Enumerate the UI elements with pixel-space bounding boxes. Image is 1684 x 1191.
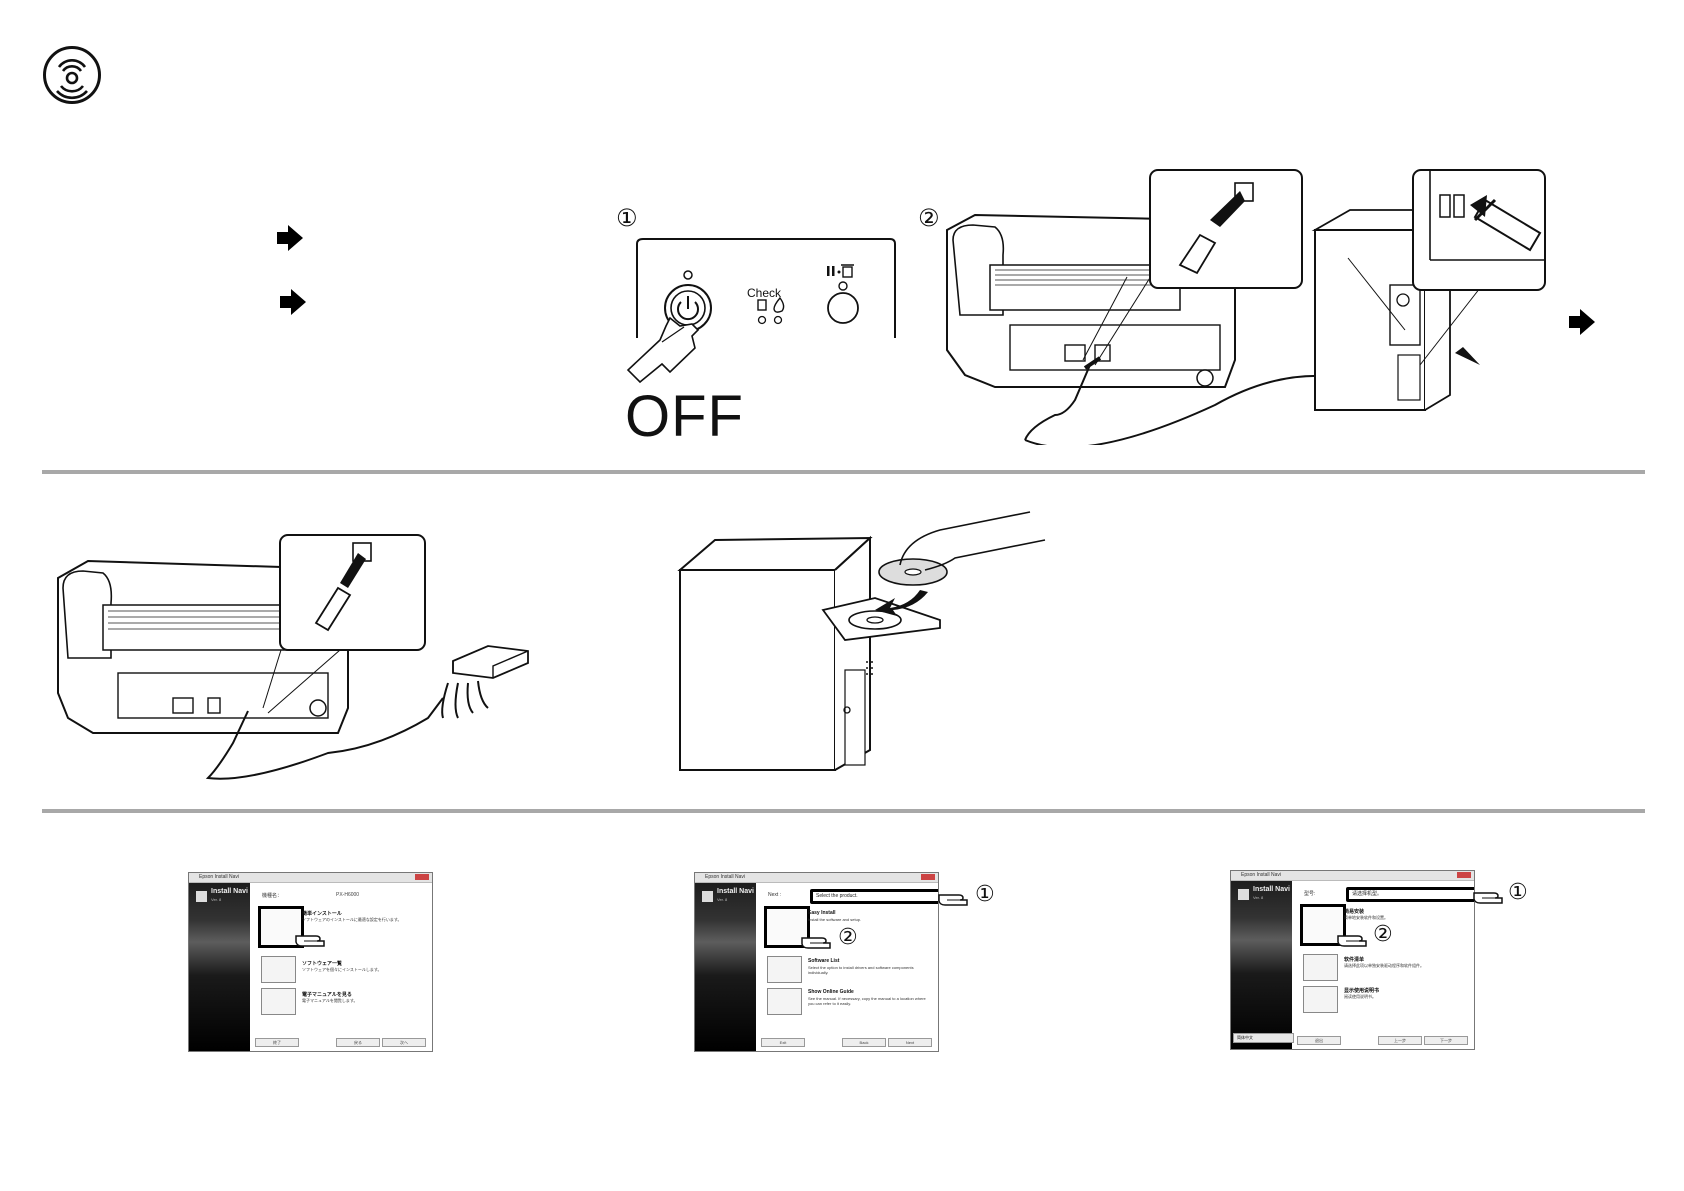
close-icon[interactable] — [921, 874, 935, 880]
app-version: Ver. 8 — [717, 897, 727, 902]
callout-1: ① — [975, 882, 995, 907]
epson-logo-icon — [702, 891, 713, 902]
insert-cd-illustration — [675, 510, 1075, 790]
exit-button[interactable]: Exit — [761, 1038, 805, 1047]
close-icon[interactable] — [415, 874, 429, 880]
callout-2: ② — [838, 925, 858, 950]
installer-sidebar: Install Navi Ver. 8 — [695, 883, 756, 1051]
option-desc: 简单地安装软件和设置。 — [1344, 915, 1464, 920]
installer-window-japanese: Epson Install Navi Install Navi Ver. 8 機… — [188, 872, 433, 1052]
close-icon[interactable] — [1457, 872, 1471, 878]
option-title: 显示使用说明书 — [1344, 987, 1379, 994]
option-desc: 電子マニュアルを閲覧します。 — [302, 998, 422, 1003]
option-desc: ソフトウェアのインストールに最適な設定を行います。 — [302, 917, 422, 922]
app-version: Ver. 8 — [1253, 895, 1263, 900]
software-list-icon[interactable] — [261, 956, 296, 983]
option-title: 简易安装 — [1344, 908, 1364, 915]
window-title-bar: Epson Install Navi — [695, 873, 938, 883]
network-connection-illustration — [48, 533, 548, 788]
next-button[interactable]: 下一步 — [1424, 1036, 1468, 1045]
arrow-right-icon — [1567, 307, 1597, 337]
back-button[interactable]: Back — [842, 1038, 886, 1047]
callout-1: ① — [1508, 880, 1528, 905]
installer-window-english: Epson Install Navi Install Navi Ver. 8 N… — [694, 872, 939, 1052]
callout-2: ② — [1373, 922, 1393, 947]
product-label: Next : — [768, 892, 781, 898]
option-desc: Select the option to install drivers and… — [808, 965, 928, 975]
next-button[interactable]: Next — [888, 1038, 932, 1047]
app-version: Ver. 8 — [211, 897, 221, 902]
app-title: Install Navi — [1253, 886, 1291, 894]
window-title-bar: Epson Install Navi — [189, 873, 432, 883]
arrow-right-icon — [278, 287, 308, 317]
section-divider — [42, 470, 1645, 474]
option-title: 软件清单 — [1344, 956, 1364, 963]
product-label: 型号: — [1304, 890, 1315, 897]
software-list-icon[interactable] — [1303, 954, 1338, 981]
step-marker-1: ① — [616, 204, 638, 232]
software-list-icon[interactable] — [767, 956, 802, 983]
installer-sidebar: Install Navi Ver. 8 — [189, 883, 250, 1051]
option-title: ソフトウェア一覧 — [302, 960, 342, 967]
pointing-hand-icon — [1472, 885, 1508, 905]
exit-button[interactable]: 退出 — [1297, 1036, 1341, 1045]
option-desc: 请选择此项以单独安装驱动程序和软件组件。 — [1344, 963, 1464, 968]
cd-rom-icon — [42, 45, 102, 105]
exit-button[interactable]: 終了 — [255, 1038, 299, 1047]
option-title: 簡単インストール — [302, 910, 342, 917]
language-select[interactable]: 简体中文 — [1233, 1033, 1294, 1043]
back-button[interactable]: 戻る — [336, 1038, 380, 1047]
back-button[interactable]: 上一步 — [1378, 1036, 1422, 1045]
pointing-hand-icon — [1336, 928, 1372, 948]
installer-window-chinese: Epson Install Navi Install Navi Ver. 8 简… — [1230, 870, 1475, 1050]
option-desc: 阅读使用说明书。 — [1344, 994, 1464, 999]
epson-logo-icon — [1238, 889, 1249, 900]
pointing-hand-icon — [294, 928, 330, 948]
arrow-right-icon — [275, 223, 305, 253]
option-title: Show Online Guide — [808, 989, 854, 995]
pointing-hand-icon — [800, 930, 836, 950]
pointing-hand-icon — [937, 887, 973, 907]
product-value: PX-H6000 — [336, 892, 359, 898]
app-title: Install Navi — [211, 888, 249, 896]
window-title-bar: Epson Install Navi — [1231, 871, 1474, 881]
product-label: 機種名： — [262, 892, 282, 899]
section-divider — [42, 809, 1645, 813]
manual-icon[interactable] — [261, 988, 296, 1015]
next-button[interactable]: 次へ — [382, 1038, 426, 1047]
option-desc: ソフトウェアを個々にインストールします。 — [302, 967, 422, 972]
product-select[interactable]: 请选择机型。 — [1346, 887, 1475, 902]
option-title: 電子マニュアルを見る — [302, 991, 352, 998]
installer-sidebar: Install Navi Ver. 8 简体中文 — [1231, 881, 1292, 1049]
option-desc: See the manual. If necessary, copy the m… — [808, 996, 928, 1006]
option-desc: Install the software and setup. — [808, 917, 928, 922]
epson-logo-icon — [196, 891, 207, 902]
manual-icon[interactable] — [1303, 986, 1338, 1013]
option-title: Easy Install — [808, 910, 836, 916]
off-label: OFF — [625, 383, 744, 450]
manual-icon[interactable] — [767, 988, 802, 1015]
app-title: Install Navi — [717, 888, 755, 896]
check-label: Check — [747, 286, 781, 300]
option-title: Software List — [808, 958, 839, 964]
usb-connection-illustration — [935, 165, 1555, 445]
product-select[interactable]: Select the product. — [810, 889, 939, 904]
